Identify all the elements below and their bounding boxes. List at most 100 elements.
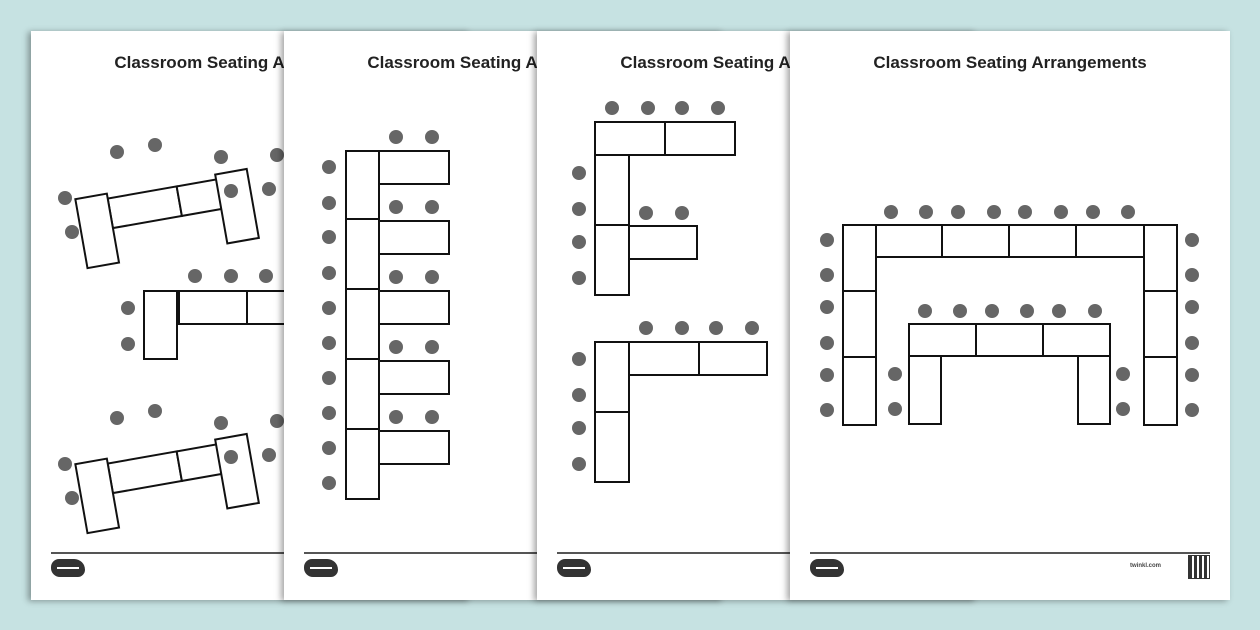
- seat: [425, 200, 439, 214]
- seat: [121, 301, 135, 315]
- seat: [888, 367, 902, 381]
- seat: [1185, 368, 1199, 382]
- seat: [389, 340, 403, 354]
- footer-divider: [557, 552, 957, 554]
- desk: [594, 411, 630, 483]
- desk-side: [378, 150, 450, 465]
- seat: [820, 403, 834, 417]
- desk: [594, 224, 630, 296]
- desk: [664, 121, 736, 156]
- seat: [214, 150, 228, 164]
- seat: [675, 206, 689, 220]
- desk: [875, 224, 943, 258]
- seat: [1116, 367, 1130, 381]
- desk: [378, 220, 450, 255]
- seat: [389, 270, 403, 284]
- seat: [188, 269, 202, 283]
- desk-group-bottom: [74, 432, 261, 535]
- page-title: Classroom Seating Arrangements: [873, 53, 1147, 72]
- seat: [1185, 336, 1199, 350]
- footer-divider: [304, 552, 704, 554]
- seat: [58, 191, 72, 205]
- seat: [820, 300, 834, 314]
- seat: [1088, 304, 1102, 318]
- seat: [270, 414, 284, 428]
- seat: [709, 321, 723, 335]
- desk: [378, 290, 450, 325]
- seat: [65, 225, 79, 239]
- desk: [1143, 224, 1178, 292]
- seat: [572, 388, 586, 402]
- seat: [1185, 300, 1199, 314]
- desk-spine: [345, 150, 380, 500]
- seat: [425, 410, 439, 424]
- seat: [985, 304, 999, 318]
- seat: [322, 266, 336, 280]
- desk: [594, 121, 666, 156]
- footer-divider: [810, 552, 1210, 554]
- desk: [594, 154, 630, 226]
- worksheet-page-4: Classroom Seating Arrangements: [790, 31, 1230, 600]
- seat: [110, 411, 124, 425]
- desk-group-l: [594, 341, 768, 483]
- footer-divider: [51, 552, 451, 554]
- desk: [178, 290, 248, 325]
- seat: [1020, 304, 1034, 318]
- seat: [322, 196, 336, 210]
- desk: [1075, 224, 1145, 258]
- seat: [675, 101, 689, 115]
- seat: [322, 160, 336, 174]
- seat: [675, 321, 689, 335]
- desk: [345, 358, 380, 430]
- seat: [641, 101, 655, 115]
- seat: [711, 101, 725, 115]
- seat: [259, 269, 273, 283]
- seat: [425, 130, 439, 144]
- seat: [322, 336, 336, 350]
- desk: [698, 341, 768, 376]
- twinkl-logo-icon: [557, 559, 591, 577]
- seat: [322, 441, 336, 455]
- desk: [345, 288, 380, 360]
- seat: [572, 166, 586, 180]
- desk: [1077, 355, 1111, 425]
- outer-u-desks: [842, 224, 1178, 426]
- seating-layout-diagram: [820, 205, 1199, 426]
- seat: [820, 268, 834, 282]
- seat: [262, 448, 276, 462]
- seat: [1054, 205, 1068, 219]
- seat: [148, 404, 162, 418]
- seat: [425, 340, 439, 354]
- seat: [1185, 233, 1199, 247]
- seat: [148, 138, 162, 152]
- seat: [262, 182, 276, 196]
- seat: [1018, 205, 1032, 219]
- seat: [322, 476, 336, 490]
- desk: [214, 432, 261, 510]
- inner-u-desks: [908, 323, 1111, 425]
- seat: [322, 230, 336, 244]
- seat: [572, 421, 586, 435]
- desk: [842, 224, 877, 292]
- seat: [820, 336, 834, 350]
- twinkl-logo-icon: [51, 559, 85, 577]
- desk: [1143, 290, 1178, 358]
- desk: [143, 290, 178, 360]
- seat: [65, 491, 79, 505]
- desk: [975, 323, 1044, 357]
- seat: [322, 371, 336, 385]
- seat: [951, 205, 965, 219]
- desk: [378, 430, 450, 465]
- seat: [389, 410, 403, 424]
- desk: [908, 323, 977, 357]
- desk: [74, 457, 121, 535]
- seat: [389, 200, 403, 214]
- website-label: twinkl.com: [1130, 563, 1162, 569]
- desk: [1042, 323, 1111, 357]
- desk: [378, 150, 450, 185]
- seating-layout-diagram: [572, 101, 768, 483]
- qr-code-icon: [1188, 555, 1210, 579]
- seat: [58, 457, 72, 471]
- seat: [987, 205, 1001, 219]
- seat: [884, 205, 898, 219]
